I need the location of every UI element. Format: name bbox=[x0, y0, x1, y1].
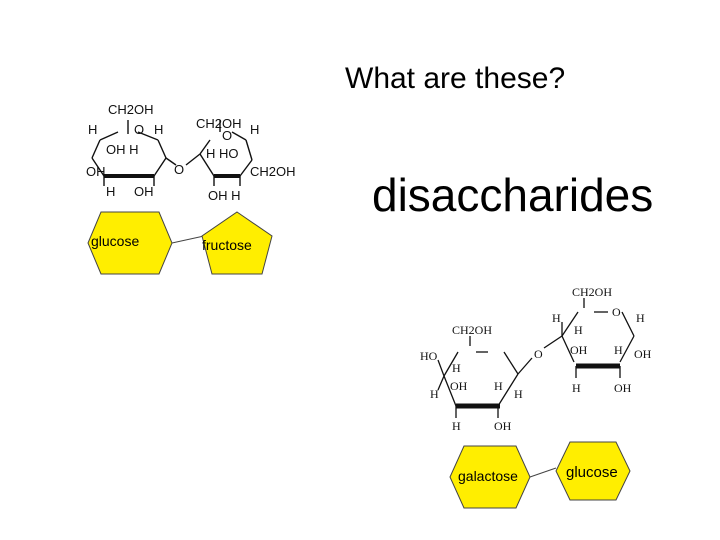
atom-label: H bbox=[614, 343, 623, 357]
sucrose-structure bbox=[91, 120, 253, 186]
sucrose-atoms: CH2OH H O H OH H OH H OH O CH2OH O H H H… bbox=[86, 102, 296, 203]
atom-label: H bbox=[552, 311, 561, 325]
atom-label: OH bbox=[494, 419, 512, 433]
slide-title: What are these? bbox=[345, 62, 566, 95]
fructose-label: fructose bbox=[202, 237, 252, 253]
atom-label: H bbox=[636, 311, 645, 325]
atom-label: H bbox=[572, 381, 581, 395]
atom-label: H HO bbox=[206, 146, 239, 161]
glucose-hexagon: glucose bbox=[87, 211, 173, 275]
atom-label: H bbox=[452, 419, 461, 433]
atom-label: O bbox=[534, 347, 543, 361]
atom-label: OH bbox=[634, 347, 652, 361]
atom-label: OH bbox=[450, 379, 468, 393]
galactose-hexagon: galactose bbox=[449, 445, 531, 509]
atom-label: CH2OH bbox=[196, 116, 242, 131]
atom-label: O bbox=[174, 162, 184, 177]
atom-label: CH2OH bbox=[250, 164, 296, 179]
atom-label: H bbox=[514, 387, 523, 401]
lactose-atoms: CH2OH O H H H OH H OH H OH CH2OH HO H O … bbox=[420, 285, 652, 433]
atom-label: H bbox=[452, 361, 461, 375]
atom-label: OH bbox=[86, 164, 106, 179]
atom-label: OH bbox=[134, 184, 154, 199]
glucose-label: glucose bbox=[91, 233, 139, 249]
atom-label: H bbox=[88, 122, 97, 137]
atom-label: O bbox=[134, 122, 144, 137]
fructose-pentagon: fructose bbox=[201, 211, 273, 275]
atom-label: CH2OH bbox=[572, 285, 612, 299]
atom-label: H bbox=[250, 122, 259, 137]
atom-label: O bbox=[612, 305, 621, 319]
atom-label: H bbox=[430, 387, 439, 401]
atom-label: CH2OH bbox=[452, 323, 492, 337]
atom-label: OH bbox=[570, 343, 588, 357]
atom-label: H bbox=[154, 122, 163, 137]
galactose-label: galactose bbox=[458, 468, 518, 484]
atom-label: H bbox=[574, 323, 583, 337]
lactose-structure bbox=[437, 298, 635, 418]
atom-label: OH H bbox=[106, 142, 139, 157]
atom-label: H bbox=[106, 184, 115, 199]
atom-label: OH bbox=[614, 381, 632, 395]
atom-label: O bbox=[222, 128, 232, 143]
atom-label: HO bbox=[420, 349, 438, 363]
atom-label: OH H bbox=[208, 188, 241, 203]
answer-text: disaccharides bbox=[372, 169, 654, 221]
atom-label: H bbox=[494, 379, 503, 393]
lactose-glucose-label: glucose bbox=[566, 464, 618, 481]
atom-label: CH2OH bbox=[108, 102, 154, 117]
lactose-glucose-hexagon: glucose bbox=[555, 441, 631, 501]
